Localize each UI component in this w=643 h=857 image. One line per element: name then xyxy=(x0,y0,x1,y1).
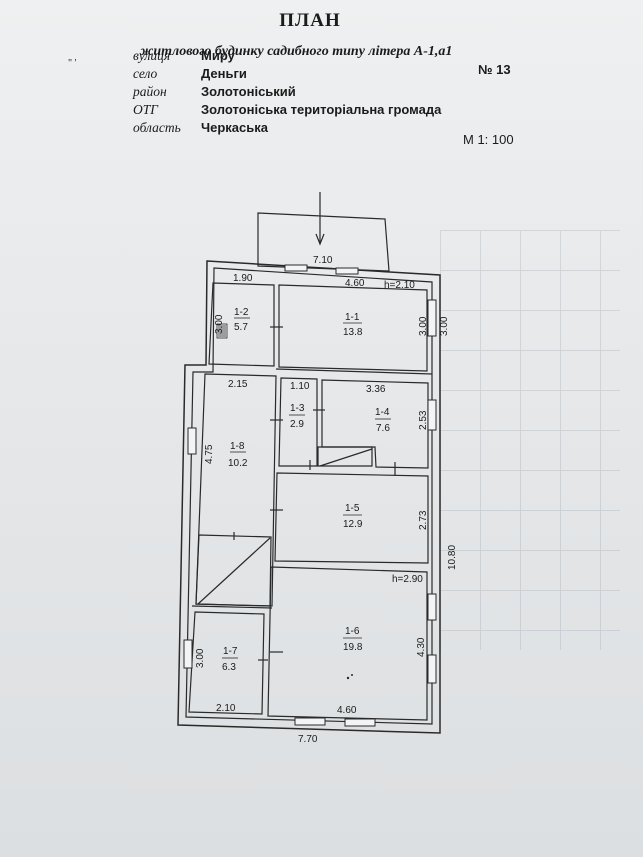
address-label: село xyxy=(133,66,158,81)
room-dim: 2.53 xyxy=(418,410,429,430)
room-id: 1-2 xyxy=(234,307,249,318)
address-value: Золотоніський xyxy=(201,84,296,99)
room-dim: 2.15 xyxy=(228,379,248,390)
window xyxy=(344,718,376,727)
partition xyxy=(275,368,433,375)
room-dim: 3.00 xyxy=(418,316,429,336)
room-outline-1-5 xyxy=(274,472,429,564)
room-area: 5.7 xyxy=(234,322,248,333)
dim-length: 10.80 xyxy=(447,545,458,570)
window xyxy=(427,399,437,431)
room-area: 6.3 xyxy=(222,662,236,673)
plan-subtitle: житлового будинку садибного типу літера … xyxy=(140,44,453,59)
room-area: 10.2 xyxy=(228,458,248,469)
room-area: 13.8 xyxy=(343,327,363,338)
address-label: область xyxy=(133,120,181,135)
room-outline-1-2 xyxy=(208,282,275,367)
room-outline-1-7 xyxy=(188,611,265,715)
room-outline-1-6 xyxy=(267,566,428,721)
address-value: Миру xyxy=(201,48,235,63)
room-dim: 4.60 xyxy=(345,278,365,289)
room-outline-1-3 xyxy=(278,377,318,467)
address-value: Деньги xyxy=(201,66,247,81)
room-dim: 4.60 xyxy=(337,705,357,716)
window xyxy=(427,299,437,337)
room-id: 1-4 xyxy=(375,407,390,418)
outer-wall-outer xyxy=(177,260,441,734)
window xyxy=(284,264,308,272)
room-dim: h=2.90 xyxy=(392,574,423,585)
porch-outline xyxy=(257,212,390,272)
address-label: район xyxy=(133,84,167,99)
address-row-region: область Черкаська xyxy=(133,120,268,136)
room-id: 1-8 xyxy=(230,441,245,452)
room-dim: 3.00 xyxy=(214,314,225,334)
address-row-district: район Золотоніський xyxy=(133,84,296,100)
room-dim: 3.00 xyxy=(195,648,206,668)
room-id: 1-5 xyxy=(345,503,360,514)
dim-width-top: 7.10 xyxy=(313,255,333,266)
room-dim: 1.90 xyxy=(233,273,253,284)
room-area: 7.6 xyxy=(376,423,390,434)
room-id: 1-6 xyxy=(345,626,360,637)
partition xyxy=(191,605,273,609)
background-grid-bleed xyxy=(440,230,620,650)
plan-number: № 13 xyxy=(478,62,511,77)
address-row-community: ОТГ Золотоніська територіальна громада xyxy=(133,102,441,118)
stair-step-diagonal xyxy=(319,448,373,467)
stove-icon xyxy=(216,323,228,339)
room-outline-1-1 xyxy=(278,284,428,372)
window xyxy=(294,717,326,726)
point-mark xyxy=(346,676,350,680)
room-id: 1-1 xyxy=(345,312,360,323)
room-dim: 2.10 xyxy=(216,703,236,714)
room-outline-1-8 xyxy=(195,373,277,607)
room-dim: 4.30 xyxy=(416,637,427,657)
address-row-street: вулиця Миру xyxy=(133,48,235,64)
address-value: Черкаська xyxy=(201,120,268,135)
room-dim: 1.10 xyxy=(290,381,310,392)
point-mark xyxy=(351,674,353,676)
room-area: 2.9 xyxy=(290,419,304,430)
plan-scale: М 1: 100 xyxy=(463,132,514,147)
room-id: 1-3 xyxy=(290,403,305,414)
stair-diagonal xyxy=(197,537,271,605)
dim-width-bottom: 7.70 xyxy=(298,734,318,745)
window xyxy=(427,654,437,684)
stair-step xyxy=(317,446,373,467)
entrance-arrow-head xyxy=(315,233,325,246)
room-dim: 4.75 xyxy=(204,444,215,464)
window xyxy=(187,427,197,455)
room-id: 1-7 xyxy=(223,646,238,657)
plan-title: ПЛАН xyxy=(279,10,341,31)
address-label: ОТГ xyxy=(133,102,158,117)
room-dim: h=2.10 xyxy=(384,280,415,291)
address-row-village: село Деньги xyxy=(133,66,247,82)
room-area: 12.9 xyxy=(343,519,363,530)
window xyxy=(427,593,437,621)
margin-mark: " ' xyxy=(68,58,77,69)
window xyxy=(183,639,193,669)
address-label: вулиця xyxy=(133,48,171,63)
room-dim: 3.00 xyxy=(439,316,450,336)
outer-wall-inner xyxy=(185,267,433,725)
room-dim: 3.36 xyxy=(366,384,386,395)
window xyxy=(335,267,359,275)
room-area: 19.8 xyxy=(343,642,363,653)
room-dim: 2.73 xyxy=(418,510,429,530)
address-value: Золотоніська територіальна громада xyxy=(201,102,442,117)
